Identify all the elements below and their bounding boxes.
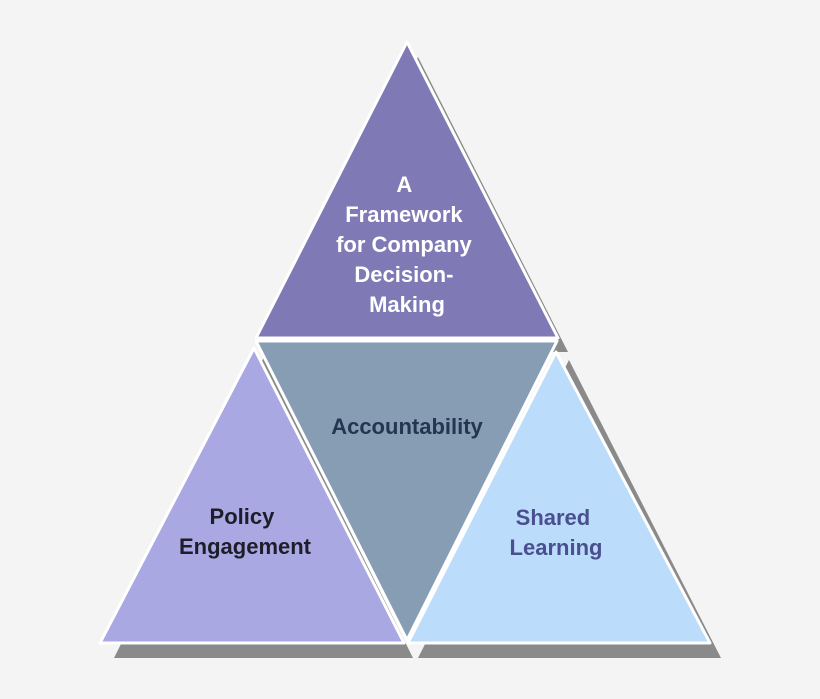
left-triangle-label: Policy Engagement (179, 504, 312, 559)
center-triangle-label: Accountability (331, 414, 483, 439)
top-label-line-2: Framework (345, 202, 463, 227)
top-label-line-1: A (396, 172, 412, 197)
right-label-line-2: Learning (510, 535, 603, 560)
top-label-line-4: Decision- (354, 262, 453, 287)
right-label-line-1: Shared (516, 505, 591, 530)
left-triangle (98, 346, 406, 645)
center-triangle (254, 339, 559, 642)
left-label-line-2: Engagement (179, 534, 312, 559)
top-label-line-5: Making (369, 292, 445, 317)
center-label-line-1: Accountability (331, 414, 483, 439)
top-triangle (254, 40, 560, 340)
top-label-line-3: for Company (336, 232, 472, 257)
left-label-line-1: Policy (210, 504, 276, 529)
right-triangle-label: Shared Learning (510, 505, 603, 560)
right-triangle (406, 350, 712, 645)
top-triangle-label: A Framework for Company Decision- Making (336, 172, 478, 317)
